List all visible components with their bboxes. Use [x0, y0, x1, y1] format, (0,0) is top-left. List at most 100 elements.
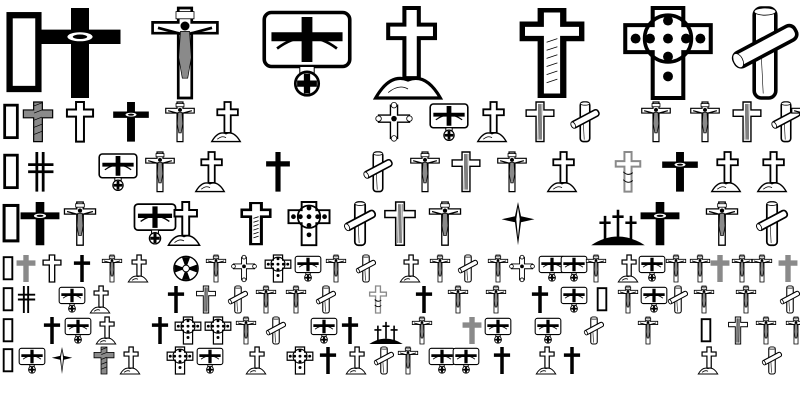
gray-cross-icon [711, 255, 730, 282]
tribal-cross-icon [134, 204, 175, 244]
glyph-row [4, 317, 800, 344]
hatched-cross-icon [94, 347, 114, 374]
ornate-cross-icon [376, 102, 412, 141]
tribal-cross-icon [59, 287, 85, 312]
plain-cross-icon [44, 317, 60, 344]
maltese-cross-icon [174, 256, 198, 280]
ornate-cross-icon [232, 255, 257, 281]
crucifix-icon [206, 255, 225, 282]
glyph-row [4, 202, 788, 245]
hill-cross-icon [376, 8, 441, 98]
tribal-cross-icon [65, 318, 91, 343]
log-cross-icon [731, 8, 799, 98]
tribal-cross-icon [19, 348, 45, 373]
crucifix-icon [326, 255, 345, 282]
hill-cross-icon [712, 152, 741, 192]
crucifix-icon [792, 102, 800, 142]
hill-cross-icon [246, 347, 265, 374]
crucifix-icon [690, 255, 709, 282]
wood-cross-icon [729, 317, 748, 344]
tofu-icon [4, 257, 13, 279]
log-cross-icon [762, 347, 783, 374]
tribal-cross-icon [264, 13, 350, 96]
circle-cross-icon [175, 317, 201, 344]
circle-cross-icon [625, 8, 711, 98]
crucifix-icon [752, 255, 771, 282]
tofu-icon [4, 319, 13, 341]
calvary-icon [369, 322, 402, 344]
circle-cross-icon [205, 317, 231, 344]
plain-cross-icon [564, 347, 580, 374]
rope-cross-icon [616, 152, 641, 192]
crucifix-icon [498, 152, 527, 192]
crucifix-icon [666, 255, 685, 282]
crucifix-icon [756, 317, 775, 344]
log-cross-icon [570, 102, 600, 142]
log-cross-icon [756, 202, 789, 245]
wood-cross-icon [197, 286, 216, 313]
log-cross-icon [228, 286, 249, 313]
log-cross-icon [584, 317, 605, 344]
glyph-row [10, 8, 799, 98]
plain-cross-icon [74, 255, 90, 282]
glyph-row [4, 286, 800, 313]
outline-cross-icon [43, 255, 61, 282]
hill-cross-icon [400, 255, 419, 282]
tofu-icon [4, 349, 13, 371]
crucifix-icon [736, 286, 755, 313]
log-cross-icon [458, 255, 479, 282]
tribal-cross-icon [429, 348, 455, 373]
tribal-cross-icon [535, 318, 561, 343]
crucifix-icon [586, 255, 605, 282]
crucifix-icon [486, 286, 505, 313]
tofu-icon [5, 155, 18, 187]
calvary-icon [591, 210, 645, 245]
tribal-cross-icon [311, 318, 337, 343]
hill-cross-icon [346, 347, 365, 374]
star-cross-icon [52, 347, 73, 374]
hill-cross-icon [618, 255, 637, 282]
hill-cross-icon [96, 317, 115, 344]
log-cross-icon [374, 347, 395, 374]
log-cross-icon [363, 152, 393, 192]
celtic-cross-icon [662, 152, 698, 192]
crucifix-icon [706, 202, 737, 245]
log-cross-icon [668, 286, 689, 313]
glyph-row [4, 255, 798, 282]
gray-cross-icon [463, 317, 482, 344]
crucifix-icon [732, 255, 751, 282]
plain-cross-icon [532, 286, 548, 313]
hill-cross-icon [128, 255, 147, 282]
celtic-cross-icon [21, 202, 60, 245]
crucifix-icon [153, 8, 218, 98]
crucifix-icon [638, 317, 657, 344]
crucifix-icon [411, 152, 440, 192]
glyph-row [5, 152, 787, 192]
outline-cross-icon [67, 102, 93, 142]
hill-cross-icon [196, 152, 225, 192]
plain-cross-icon [152, 317, 168, 344]
plain-cross-icon [168, 286, 184, 313]
log-cross-icon [344, 202, 377, 245]
celtic-cross-icon [113, 102, 149, 142]
hill-cross-icon [478, 102, 507, 142]
circle-cross-icon [288, 202, 329, 245]
glyph-row [4, 347, 783, 374]
tribal-cross-icon [453, 348, 479, 373]
crucifix-icon [64, 202, 95, 245]
crucifix-icon [412, 317, 431, 344]
crucifix-icon [786, 317, 800, 344]
tofu-icon [4, 205, 18, 240]
wood-cross-icon [733, 102, 761, 142]
crucifix-icon [429, 202, 460, 245]
celtic-cross-icon [641, 202, 680, 245]
double-cross-icon [28, 152, 53, 192]
tribal-cross-icon [430, 104, 468, 140]
crucifix-icon [102, 255, 121, 282]
crucifix-icon [286, 286, 305, 313]
crucifix-icon [691, 102, 720, 142]
circle-cross-icon [265, 255, 291, 282]
tribal-cross-icon [295, 256, 321, 281]
